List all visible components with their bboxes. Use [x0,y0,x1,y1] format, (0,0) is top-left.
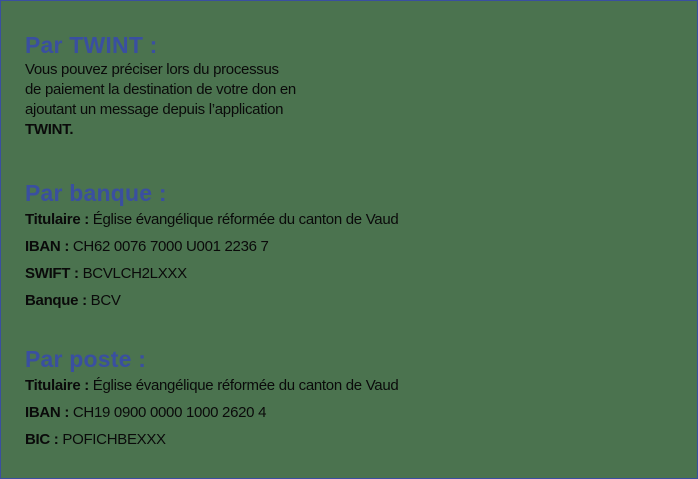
field-label: SWIFT : [25,265,79,282]
field-label: IBAN : [25,404,70,421]
twint-line: Vous pouvez préciser lors du processus [25,61,279,78]
banque-swift-row: SWIFT : BCVLCH2LXXX [25,260,398,287]
field-value: BCV [86,292,121,309]
poste-heading: Par poste : [25,346,147,372]
field-value: POFICHBEXXX [58,431,166,448]
field-label: Banque : [25,292,87,309]
field-label: Titulaire : [25,211,89,228]
twint-description: Vous pouvez préciser lors du processus d… [25,60,296,140]
twint-section: Par TWINT : Vous pouvez préciser lors du… [25,32,296,140]
field-value: CH19 0900 0000 1000 2620 4 [69,404,267,421]
banque-iban-row: IBAN : CH62 0076 7000 U001 2236 7 [25,233,398,260]
field-value: Église évangélique réformée du canton de… [88,211,399,228]
banque-section: Par banque : Titulaire : Église évangéli… [25,180,399,314]
poste-holder-row: Titulaire : Église évangélique réformée … [25,372,399,399]
banque-bank-row: Banque : BCV [25,287,398,314]
field-value: Église évangélique réformée du canton de… [88,377,399,394]
field-label: Titulaire : [25,377,89,394]
twint-line: TWINT. [25,121,74,138]
field-label: IBAN : [25,238,70,255]
banque-holder-row: Titulaire : Église évangélique réformée … [25,206,399,233]
twint-line: ajoutant un message depuis l’application [25,101,284,118]
field-value: BCVLCH2LXXX [78,265,188,282]
twint-heading: Par TWINT : [25,32,158,58]
poste-iban-row: IBAN : CH19 0900 0000 1000 2620 4 [25,399,398,426]
poste-bic-row: BIC : POFICHBEXXX [25,426,398,453]
banque-heading: Par banque : [25,180,167,206]
poste-section: Par poste : Titulaire : Église évangéliq… [25,346,399,453]
twint-line: de paiement la destination de votre don … [25,81,296,98]
field-label: BIC : [25,431,59,448]
field-value: CH62 0076 7000 U001 2236 7 [69,238,269,255]
